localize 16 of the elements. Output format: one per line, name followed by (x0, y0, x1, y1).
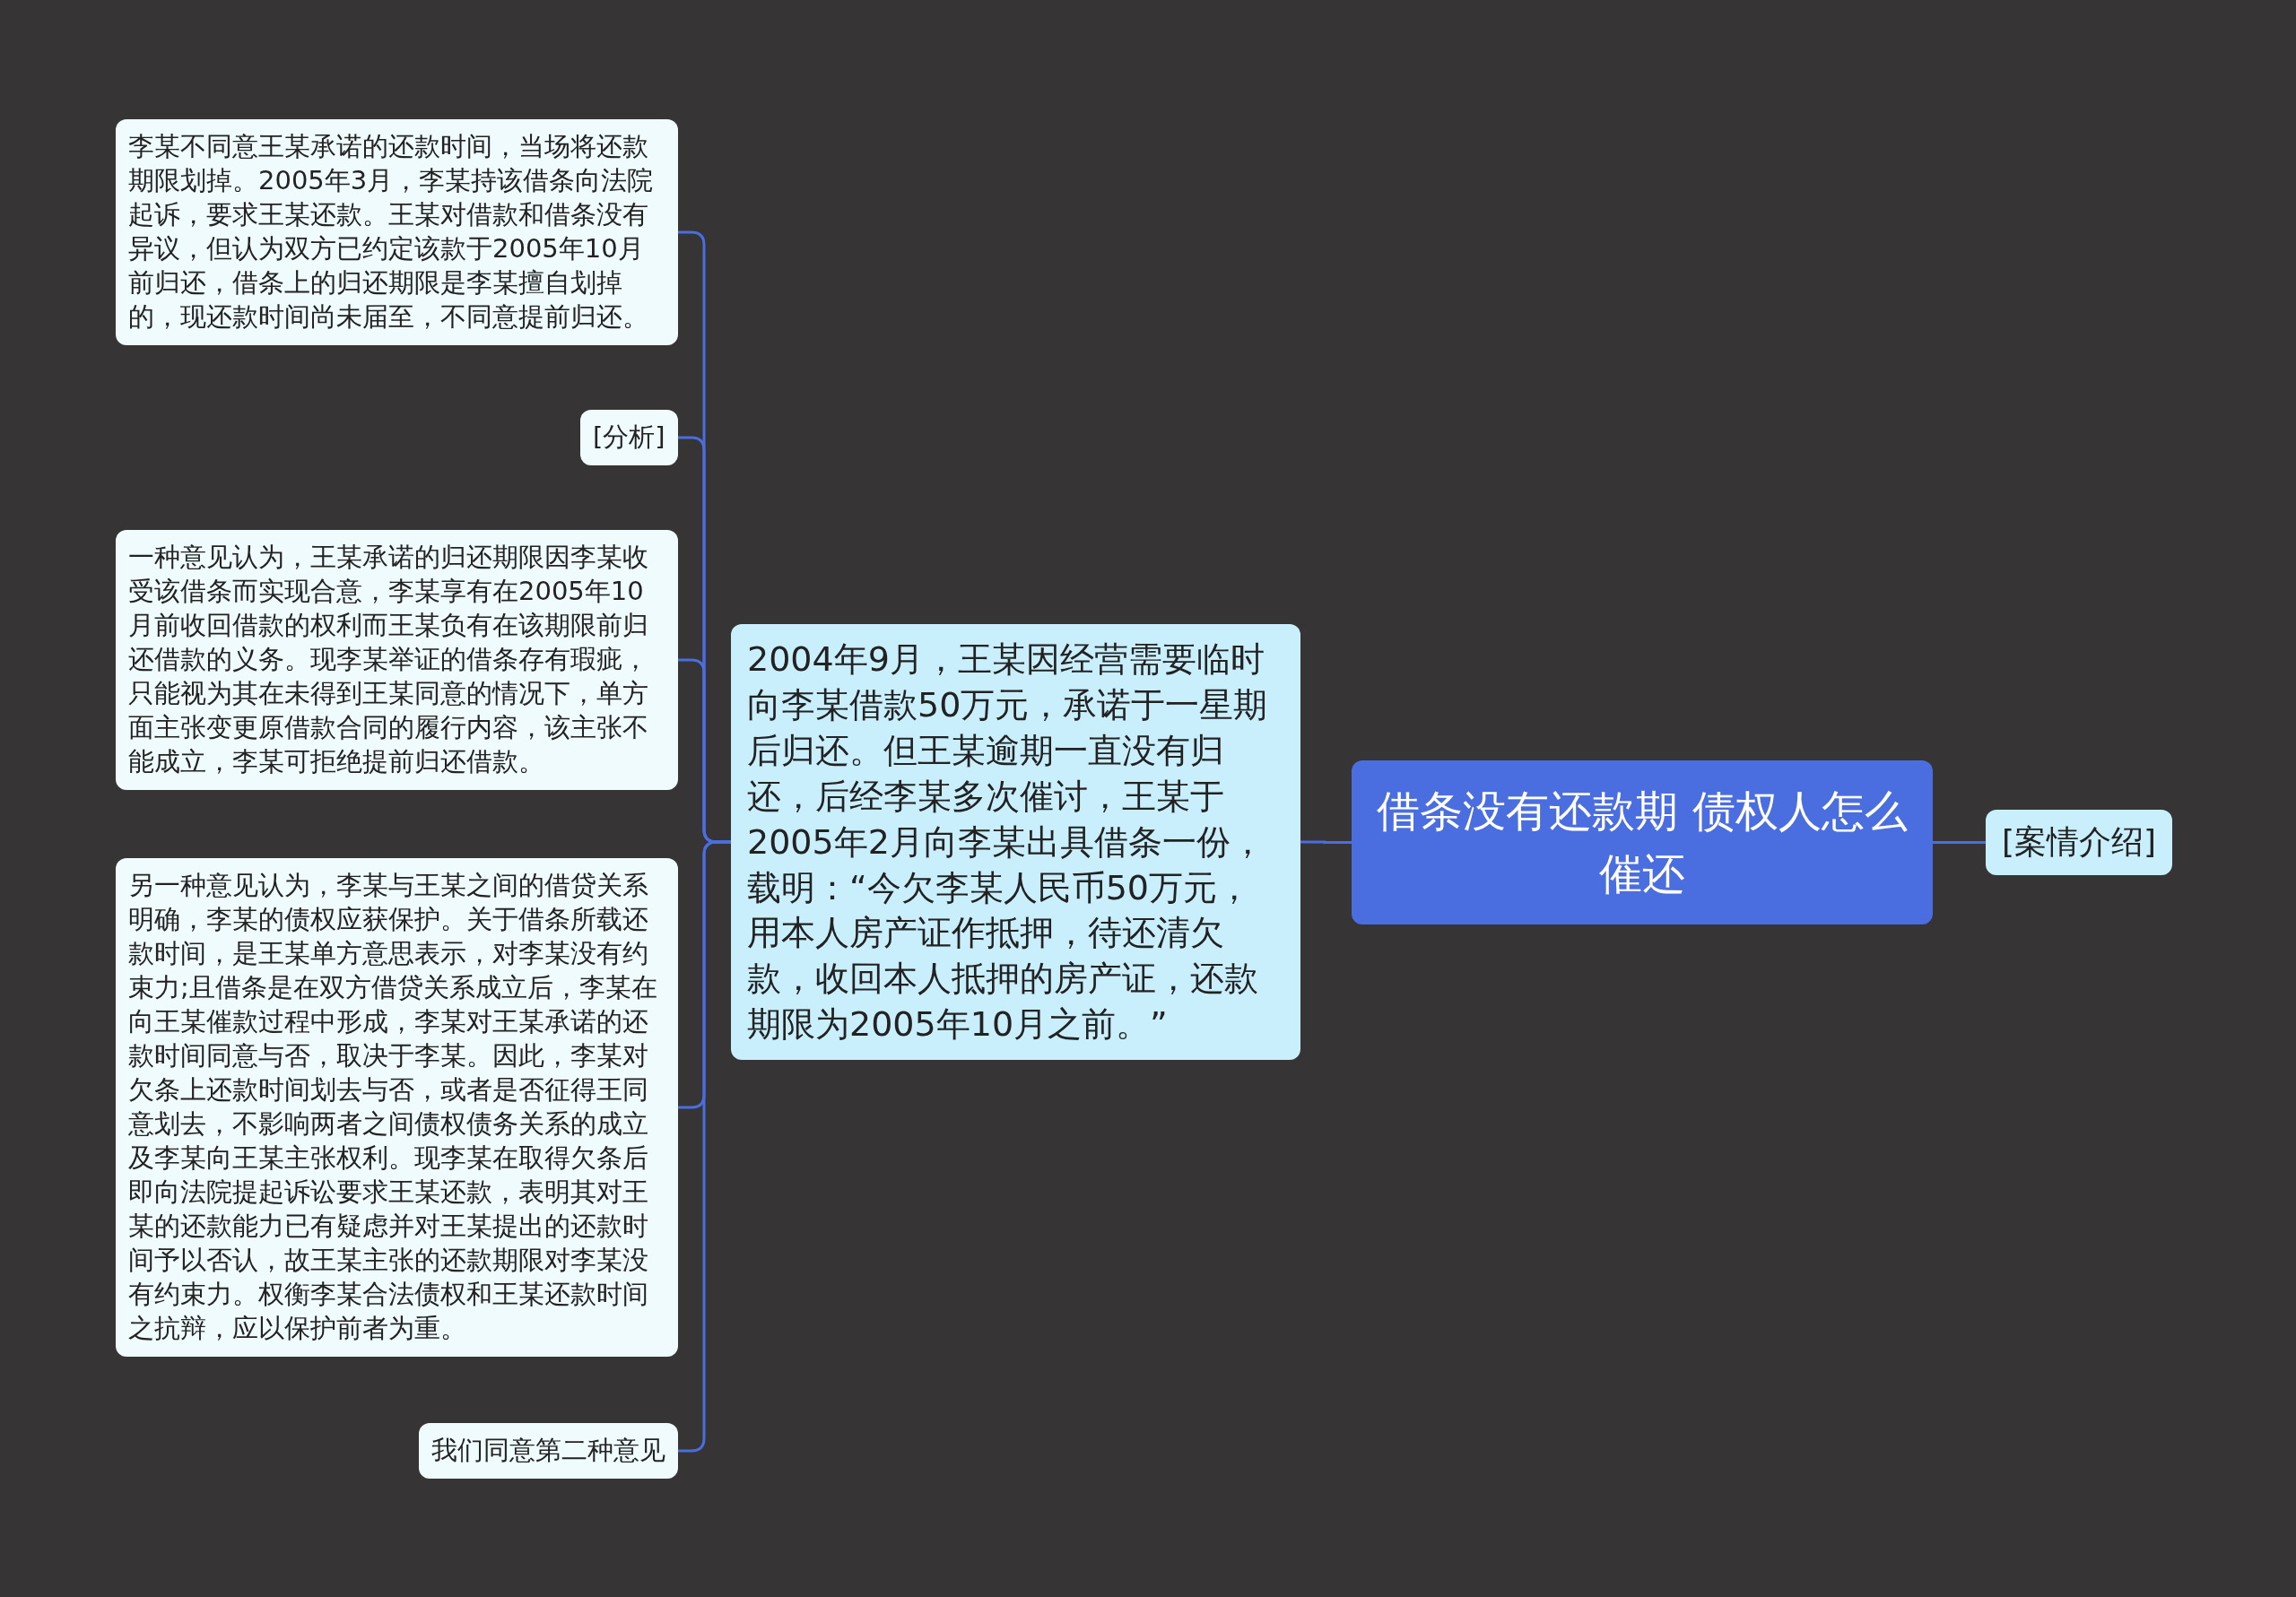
topic-box (580, 410, 678, 465)
root-topic-box (1352, 760, 1933, 925)
topic-text: [分析] (593, 421, 665, 454)
topic-text: 我们同意第二种意见 (431, 1434, 665, 1467)
topic-text: 李某不同意王某承诺的还款时间，当场将还款期限划掉。2005年3月，李某持该借条向法院起诉，要求王某还款。王某对借款和借条没有异议，但认为双方已约定该款于2005年10月前归还，借条上的归还期限是李某擅自划掉的，现还款时间尚未届至，不同意提前归还。 (128, 130, 655, 334)
topic-box (419, 1423, 678, 1479)
topic-text: 一种意见认为，王某承诺的归还期限因李某收受该借条而实现合意，李某享有在2005年10月前收回借款的权利而王某负有在该期限前归还借款的义务。现李某举证的借条存有瑕疵，只能视为其在未得到王某同意的情况下，单方面主张变更原借款合同的履行内容，该主张不能成立，李某可拒绝提前归还借款。 (128, 541, 649, 778)
topic-text: 借条没有还款期 债权人怎么催还 (1376, 785, 1909, 900)
connector-line (1933, 841, 1986, 845)
topic-text: 2004年9月，王某因经营需要临时向李某借款50万元，承诺于一星期后归还。但王某逾期一直没有归还，后经李某多次催讨，王某于2005年2月向李某出具借条一份，载明：“今欠李某人民币50万元，用本人房产证作抵押，待还清欠款，收回本人抵押的房产证，还款期限为2005年10月之前。” (747, 638, 1269, 1046)
topic-text: [案情介绍] (2002, 822, 2157, 862)
topic-text: 另一种意见认为，李某与王某之间的借贷关系明确，李某的债权应获保护。关于借条所载还款时间，是王某单方意思表示，对李某没有约束力;且借条是在双方借贷关系成立后，李某在向王某催款过程中形成，李某对王某承诺的还款时间同意与否，取决于李某。因此，李某对欠条上还款时间划去与否，或者是否征得王同意划去，不影响两者之间债权债务关系的成立及李某向王某主张权利。现李某在取得欠条后即向法院提起诉讼要求王某还款，表明其对王某的还款能力已有疑虑并对王某提出的还款时间予以否认，故王某主张的还款期限对李某没有约束力。权衡李某合法债权和王某还款时间之抗辩，应以保护前者为重。 (128, 869, 658, 1345)
connector-line (1300, 840, 1352, 845)
topic-box (116, 119, 678, 345)
topic-box (116, 530, 678, 790)
topic-box (1986, 810, 2173, 875)
